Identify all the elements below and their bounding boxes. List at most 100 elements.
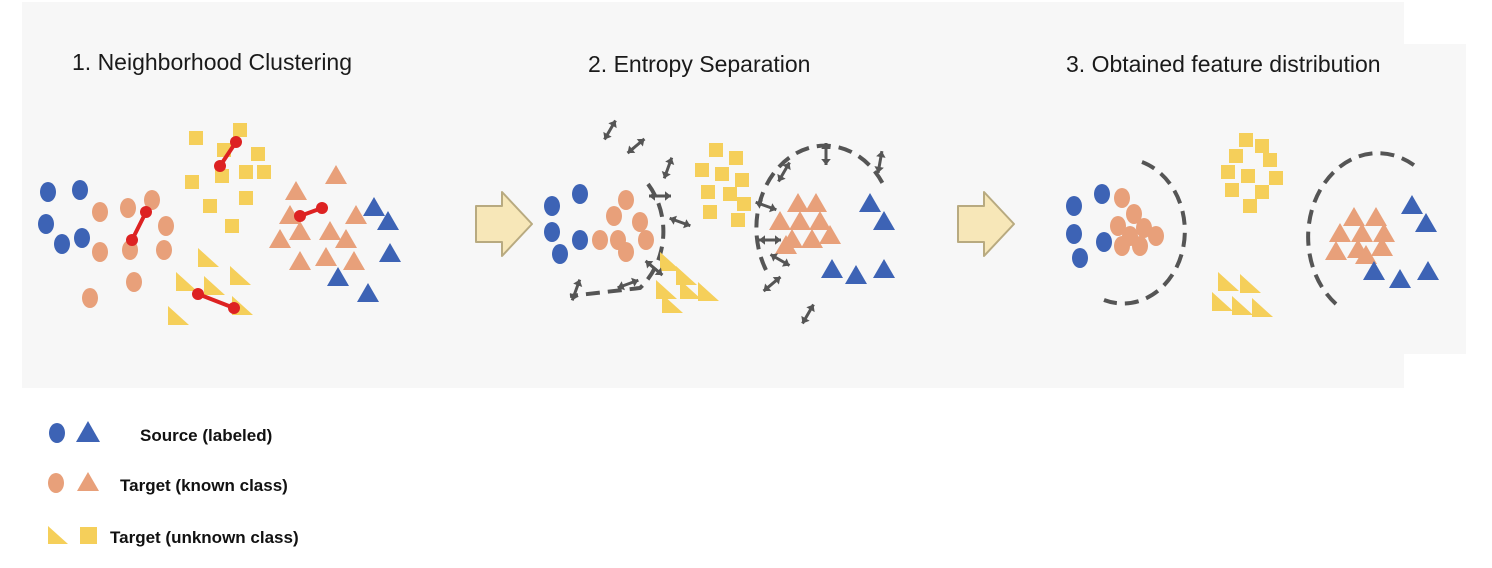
panel-title-2: 2. Entropy Separation [588,51,810,77]
arrow-head [665,157,675,165]
target-unknown-triangle [660,252,681,271]
target-known-triangle [787,193,809,212]
target-unknown-triangle [676,266,697,285]
panel-3-background [1404,44,1466,354]
target-known-triangle [315,247,337,266]
legend-target-known-icons [40,470,120,501]
source-circle [552,244,568,264]
target-unknown-triangle [698,282,719,301]
target-known-circle [92,202,108,222]
target-known-circle [632,212,648,232]
target-known-circle [1114,236,1130,256]
target-unknown-square [1269,171,1283,185]
target-known-triangle [1351,223,1373,242]
diagram: 1. Neighborhood Clustering 2. Entropy Se… [38,49,1439,325]
legend-label-target-unknown: Target (unknown class) [110,527,299,547]
target-unknown-triangle [198,248,219,267]
neighbor-link [197,292,235,310]
data-marks [38,123,1439,325]
square-icon [80,527,97,544]
panel-title-3: 3. Obtained feature distribution [1066,51,1381,77]
target-known-triangle [289,221,311,240]
target-known-circle [92,242,108,262]
target-known-circle [126,272,142,292]
legend-row-target-unknown: Target (unknown class) [40,522,299,553]
source-circle [1066,224,1082,244]
arrow-head [603,131,612,140]
arrow-head [755,199,763,209]
target-unknown-square [1243,199,1257,213]
target-known-triangle [1373,223,1395,242]
arrow-head [775,235,781,245]
target-unknown-triangle [1218,272,1239,291]
neighbor-links [126,136,328,314]
target-unknown-square [1255,185,1269,199]
arrow-head [782,162,791,171]
source-triangle [379,243,401,262]
target-known-triangle [775,235,797,254]
source-circle [572,184,588,204]
target-known-circle [638,230,654,250]
target-known-circle [1132,236,1148,256]
target-known-circle [158,216,174,236]
target-known-triangle [319,221,341,240]
link-endpoint [214,160,226,172]
entropy-boundary [754,143,886,271]
target-unknown-square [723,187,737,201]
source-triangle [1389,269,1411,288]
target-unknown-square [1221,165,1235,179]
source-circle [38,214,54,234]
flow-arrows [475,191,1015,257]
source-triangle [873,211,895,230]
target-unknown-square [1229,149,1243,163]
target-unknown-square [709,143,723,157]
target-known-triangle [335,229,357,248]
panel-2-background [462,2,1404,388]
source-circle [572,230,588,250]
link-endpoint [126,234,138,246]
arrow-head [627,145,636,154]
arrow-head [772,276,781,285]
target-unknown-square [1225,183,1239,197]
circle-icon [49,423,65,443]
source-triangle [1401,195,1423,214]
triangle-icon [77,472,99,491]
source-circle [54,234,70,254]
target-unknown-square [729,151,743,165]
target-known-circle [606,206,622,226]
target-known-triangle [801,229,823,248]
arrow-head [801,315,810,324]
target-known-circle [144,190,160,210]
arrow-head [763,283,772,292]
target-unknown-square [251,147,265,161]
source-circle [1066,196,1082,216]
feature-boundary [1103,160,1187,306]
source-triangle [1417,261,1439,280]
link-endpoint [192,288,204,300]
target-known-triangle [285,181,307,200]
target-unknown-square [225,219,239,233]
arrow-head [569,293,579,301]
target-known-triangle [1343,207,1365,226]
target-known-circle [618,242,634,262]
target-unknown-square [1255,139,1269,153]
source-triangle [327,267,349,286]
target-known-circle [82,288,98,308]
circle-icon [48,473,64,493]
arrow-head [876,151,886,158]
target-unknown-triangle [662,294,683,313]
arrow-head [781,258,790,267]
arrow-head [683,219,691,229]
arrow-head [759,235,765,245]
target-known-triangle [289,251,311,270]
target-known-triangle [345,205,367,224]
arrow-head [806,304,815,313]
target-known-triangle [819,225,841,244]
target-unknown-triangle [1252,298,1273,317]
source-triangle [845,265,867,284]
target-unknown-square [239,191,253,205]
arrow-head [777,173,786,182]
arrow-head [617,281,625,291]
target-unknown-square [233,123,247,137]
legend-label-source: Source (labeled) [140,425,273,445]
